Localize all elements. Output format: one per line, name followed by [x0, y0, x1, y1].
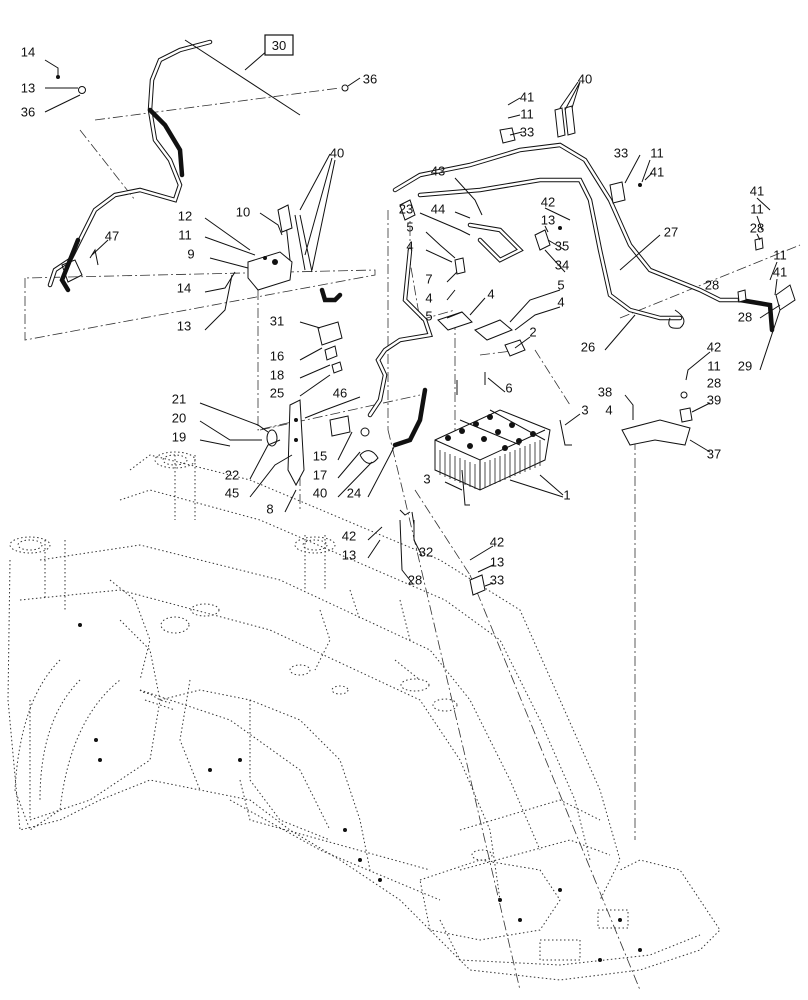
callout-41: 41: [750, 183, 764, 198]
group-label-text: 30: [272, 38, 286, 53]
callout-22: 22: [225, 467, 239, 482]
callout-19: 19: [172, 429, 186, 444]
callout-21: 21: [172, 391, 186, 406]
callout-28: 28: [408, 572, 422, 587]
wire-harness-30: [47, 39, 301, 293]
callout-11: 11: [650, 145, 664, 160]
callout-24: 24: [347, 485, 361, 500]
callout-39: 39: [707, 392, 721, 407]
callout-13: 13: [541, 212, 555, 227]
callout-31: 31: [270, 313, 284, 328]
callout-14: 14: [177, 280, 191, 295]
callout-4: 4: [557, 294, 564, 309]
battery-cells: [445, 414, 536, 451]
callout-11: 11: [773, 247, 787, 262]
callout-28: 28: [705, 277, 719, 292]
callout-40: 40: [330, 145, 344, 160]
callout-9: 9: [187, 246, 194, 261]
callout-44: 44: [431, 201, 445, 216]
callout-12: 12: [178, 208, 192, 223]
callout-11: 11: [750, 201, 764, 216]
callout-25: 25: [270, 385, 284, 400]
callout-8: 8: [266, 501, 273, 516]
wire-harness-26-27: [392, 142, 775, 333]
callout-3: 3: [423, 471, 430, 486]
callout-27: 27: [664, 224, 678, 239]
callout-6: 6: [505, 380, 512, 395]
callout-13: 13: [21, 80, 35, 95]
callout-42: 42: [342, 528, 356, 543]
callout-5: 5: [425, 308, 432, 323]
callout-4: 4: [406, 238, 413, 253]
callout-32: 32: [419, 544, 433, 559]
callout-42: 42: [707, 339, 721, 354]
callout-43: 43: [431, 163, 445, 178]
group-label-30: 30: [264, 34, 294, 56]
callout-13: 13: [342, 547, 356, 562]
callout-3: 3: [581, 402, 588, 417]
callout-13: 13: [177, 318, 191, 333]
components-right: [399, 105, 796, 596]
callout-17: 17: [313, 467, 327, 482]
callout-46: 46: [333, 385, 347, 400]
tractor-frame: [7, 451, 721, 981]
callout-10: 10: [236, 204, 250, 219]
callout-41: 41: [773, 264, 787, 279]
battery-1: [434, 409, 551, 491]
callout-36: 36: [21, 104, 35, 119]
battery-cables: [319, 222, 524, 448]
callout-5: 5: [557, 277, 564, 292]
callout-11: 11: [178, 227, 192, 242]
callout-18: 18: [270, 367, 284, 382]
callout-7: 7: [425, 271, 432, 286]
callout-33: 33: [520, 124, 534, 139]
callout-4: 4: [487, 286, 494, 301]
callout-1: 1: [563, 487, 570, 502]
callout-28: 28: [750, 220, 764, 235]
callout-28: 28: [707, 375, 721, 390]
callout-20: 20: [172, 410, 186, 425]
callout-42: 42: [541, 194, 555, 209]
callout-11: 11: [520, 106, 534, 121]
callout-28: 28: [738, 309, 752, 324]
frame-holes: [78, 623, 642, 962]
callout-11: 11: [707, 358, 721, 373]
callout-4: 4: [605, 402, 612, 417]
callout-47: 47: [105, 228, 119, 243]
leader-lines: [44, 59, 781, 587]
callout-14: 14: [21, 44, 35, 59]
callout-33: 33: [490, 572, 504, 587]
callout-2: 2: [529, 324, 536, 339]
callout-5: 5: [406, 219, 413, 234]
components-left: [56, 75, 379, 487]
callout-34: 34: [555, 257, 569, 272]
callout-35: 35: [555, 238, 569, 253]
callout-33: 33: [614, 145, 628, 160]
callout-16: 16: [270, 348, 284, 363]
callout-23: 23: [399, 201, 413, 216]
callout-42: 42: [490, 534, 504, 549]
callout-41: 41: [650, 164, 664, 179]
callout-26: 26: [581, 339, 595, 354]
alignment-lines: [24, 87, 801, 991]
callout-41: 41: [520, 89, 534, 104]
callout-38: 38: [598, 384, 612, 399]
callout-40: 40: [313, 485, 327, 500]
callout-45: 45: [225, 485, 239, 500]
callout-40: 40: [578, 71, 592, 86]
callout-36: 36: [363, 71, 377, 86]
callout-13: 13: [490, 554, 504, 569]
callout-29: 29: [738, 358, 752, 373]
callout-4: 4: [425, 290, 432, 305]
callout-15: 15: [313, 448, 327, 463]
callout-37: 37: [707, 446, 721, 461]
